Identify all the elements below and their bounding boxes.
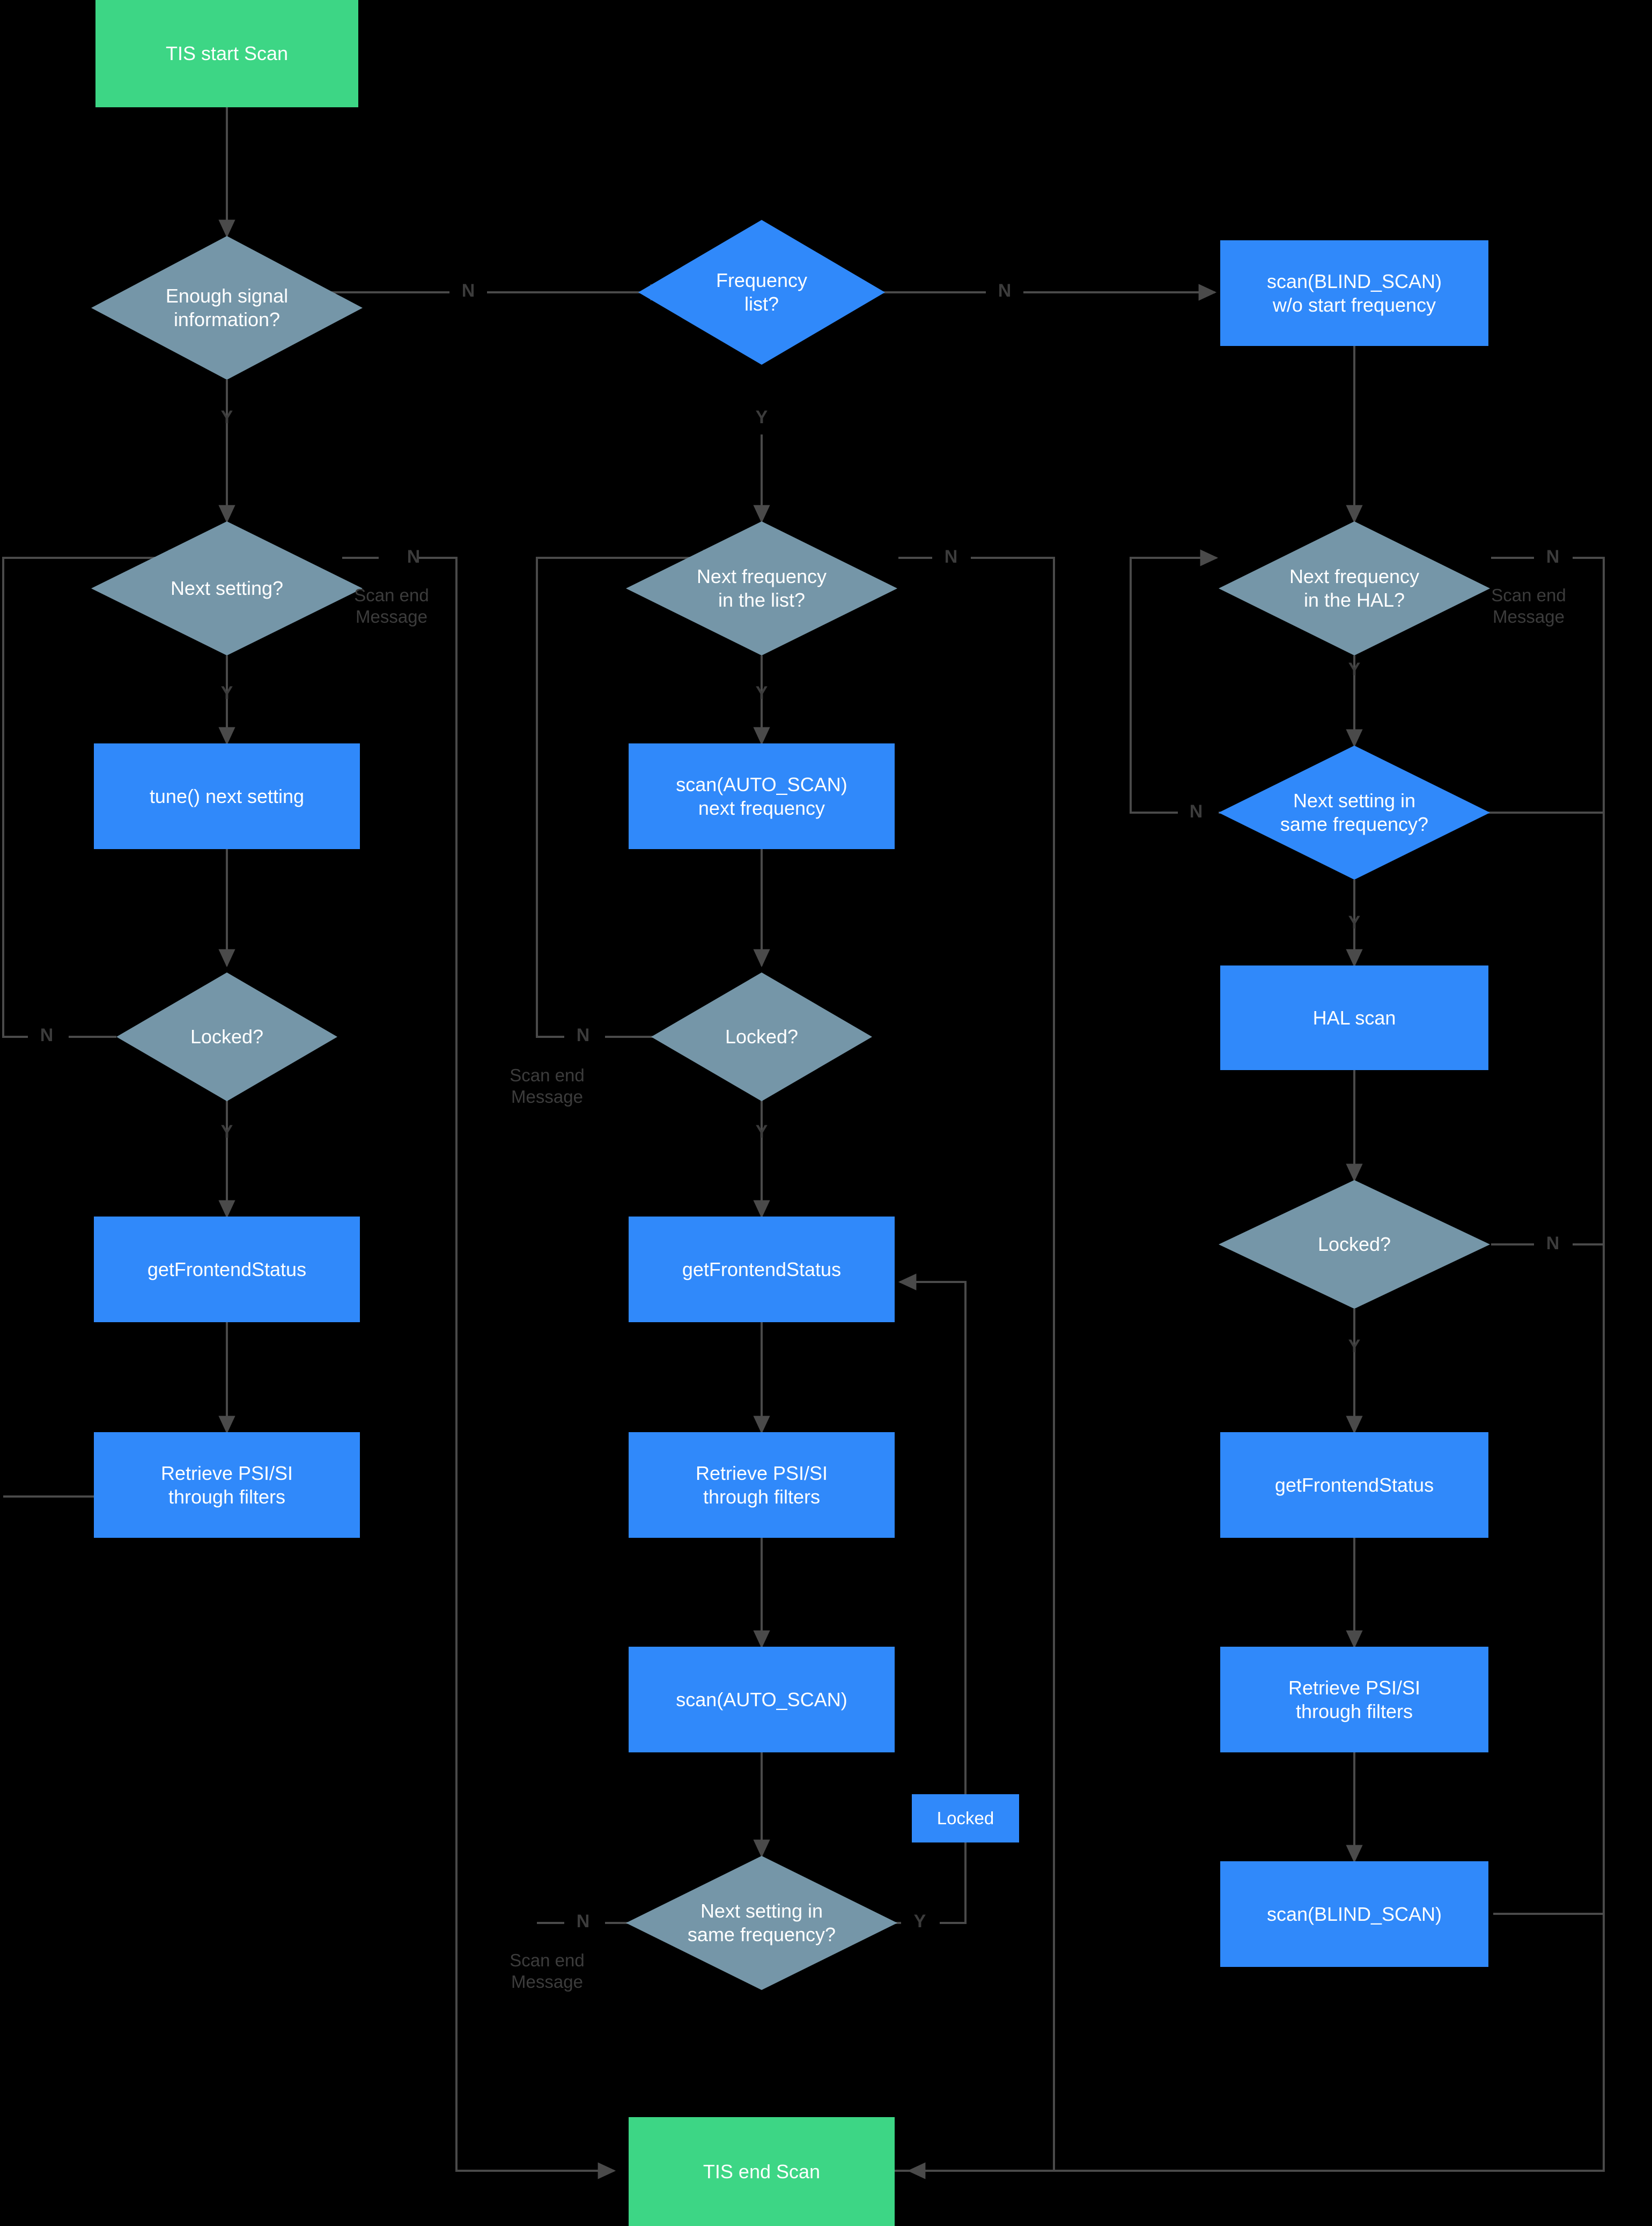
edge-label-locked-yes-column3: Y: [1348, 1336, 1361, 1357]
decision-shape: [91, 521, 363, 655]
node-retrieve-psi-si-column2[interactable]: Retrieve PSI/SI through filters: [629, 1432, 895, 1538]
decision-shape: [116, 972, 337, 1101]
node-label: Retrieve PSI/SI through filters: [1288, 1676, 1421, 1722]
node-get-frontend-status-column2[interactable]: getFrontendStatus: [629, 1217, 895, 1322]
node-scan-auto-scan[interactable]: scan(AUTO_SCAN): [629, 1647, 895, 1752]
node-label: TIS start Scan: [165, 42, 289, 65]
node-locked-column1[interactable]: Locked?: [116, 972, 337, 1101]
node-hal-scan[interactable]: HAL scan: [1220, 965, 1488, 1070]
edge-label-enough-signal-no: N: [461, 281, 475, 301]
decision-shape: [638, 220, 885, 365]
note-scan-end-message-column1: Scan end Message: [354, 585, 429, 627]
node-label: Next setting in same frequency?: [687, 1900, 836, 1945]
node-scan-auto-scan-next-frequency[interactable]: scan(AUTO_SCAN) next frequency: [629, 743, 895, 849]
node-label: Retrieve PSI/SI through filters: [160, 1462, 293, 1508]
edge-label-next-setting-no: N: [407, 547, 421, 567]
node-label: getFrontendStatus: [682, 1258, 842, 1280]
decision-shape: [626, 1856, 897, 1990]
note-scan-end-message-column2-bottom: Scan end Message: [510, 1950, 585, 1992]
edge-label-locked-yes-column2: Y: [755, 1122, 768, 1142]
decision-shape: [1219, 746, 1490, 880]
node-enough-signal-information[interactable]: Enough signal information?: [91, 236, 363, 380]
node-tune-next-setting[interactable]: tune() next setting: [94, 743, 360, 849]
note-scan-end-message-column3: Scan end Message: [1491, 585, 1566, 627]
edge-label-locked-no-column3: N: [1546, 1233, 1560, 1254]
edge-label-next-setting-yes: Y: [220, 683, 233, 703]
node-label: Locked?: [190, 1026, 264, 1048]
node-label: scan(BLIND_SCAN): [1266, 1903, 1442, 1925]
node-retrieve-psi-si-column3[interactable]: Retrieve PSI/SI through filters: [1220, 1647, 1488, 1752]
node-label: Locked: [936, 1808, 994, 1828]
edge-label-next-frequency-list-yes: Y: [755, 683, 768, 703]
node-label: scan(AUTO_SCAN): [676, 1688, 847, 1711]
node-label: scan(AUTO_SCAN) next frequency: [676, 773, 847, 819]
edge-label-locked-no-column2: N: [576, 1025, 590, 1045]
node-label: Next frequency in the HAL?: [1289, 565, 1420, 611]
node-label: Frequency list?: [716, 269, 808, 315]
edge-label-enough-signal-yes: Y: [220, 407, 233, 427]
node-label: TIS end Scan: [703, 2160, 821, 2183]
decision-shape: [626, 521, 897, 655]
node-label: Locked?: [1317, 1233, 1391, 1256]
edge-label-next-setting-same-c2-yes: Y: [913, 1911, 926, 1932]
node-next-frequency-in-the-list[interactable]: Next frequency in the list?: [626, 521, 897, 655]
node-locked-column3[interactable]: Locked?: [1219, 1180, 1490, 1309]
node-tis-start-scan[interactable]: TIS start Scan: [95, 0, 358, 107]
edge-label-locked-no-column1: N: [40, 1025, 54, 1045]
node-label: Retrieve PSI/SI through filters: [695, 1462, 828, 1508]
node-label: Next setting?: [170, 577, 284, 600]
node-label: tune() next setting: [149, 785, 305, 807]
node-locked-tag[interactable]: Locked: [912, 1794, 1019, 1842]
node-label: Next frequency in the list?: [696, 565, 827, 611]
edge-label-next-frequency-hal-yes: Y: [1348, 659, 1361, 680]
node-locked-column2[interactable]: Locked?: [651, 972, 872, 1101]
node-label: HAL scan: [1312, 1006, 1396, 1029]
node-tis-end-scan[interactable]: TIS end Scan: [629, 2117, 895, 2226]
note-scan-end-message-locked-column2: Scan end Message: [510, 1065, 585, 1107]
node-label: Next setting in same frequency?: [1280, 790, 1429, 835]
decision-shape: [651, 972, 872, 1101]
node-next-setting-same-frequency-column2[interactable]: Next setting in same frequency?: [626, 1856, 897, 1990]
node-label: getFrontendStatus: [147, 1258, 307, 1280]
node-retrieve-psi-si-column1[interactable]: Retrieve PSI/SI through filters: [94, 1432, 360, 1538]
node-label: scan(BLIND_SCAN) w/o start frequency: [1266, 270, 1442, 316]
node-next-setting[interactable]: Next setting?: [91, 521, 363, 655]
edge-next-setting-same-hal-no-loop: [1130, 549, 1219, 814]
node-scan-blind-scan-wo-start-frequency[interactable]: scan(BLIND_SCAN) w/o start frequency: [1220, 240, 1488, 346]
node-scan-blind-scan-column3[interactable]: scan(BLIND_SCAN): [1220, 1861, 1488, 1967]
node-label: getFrontendStatus: [1274, 1473, 1434, 1496]
edge-label-next-setting-same-c2-no: N: [576, 1911, 590, 1932]
edge-label-next-setting-same-hal-yes: Y: [1348, 912, 1361, 933]
node-label: Enough signal information?: [165, 285, 289, 330]
edge-label-frequency-list-no: N: [998, 281, 1012, 301]
edge-label-next-frequency-list-no: N: [944, 547, 958, 567]
node-next-frequency-in-the-hal[interactable]: Next frequency in the HAL?: [1219, 521, 1490, 655]
node-next-setting-same-frequency-hal[interactable]: Next setting in same frequency?: [1219, 746, 1490, 880]
node-frequency-list[interactable]: Frequency list?: [638, 220, 885, 365]
edge-label-locked-yes-column1: Y: [220, 1122, 233, 1142]
edge-locked-no-to-blind-scan-c3: [1493, 1243, 1605, 1915]
decision-shape: [1219, 1180, 1490, 1309]
node-get-frontend-status-column3[interactable]: getFrontendStatus: [1220, 1432, 1488, 1538]
node-label: Locked?: [725, 1026, 799, 1048]
edge-label-frequency-list-yes: Y: [755, 407, 768, 427]
node-get-frontend-status-column1[interactable]: getFrontendStatus: [94, 1217, 360, 1322]
edge-label-next-setting-same-hal-no: N: [1189, 801, 1203, 822]
decision-shape: [91, 236, 363, 380]
edge-label-next-frequency-hal-no: N: [1546, 547, 1560, 567]
decision-shape: [1219, 521, 1490, 655]
